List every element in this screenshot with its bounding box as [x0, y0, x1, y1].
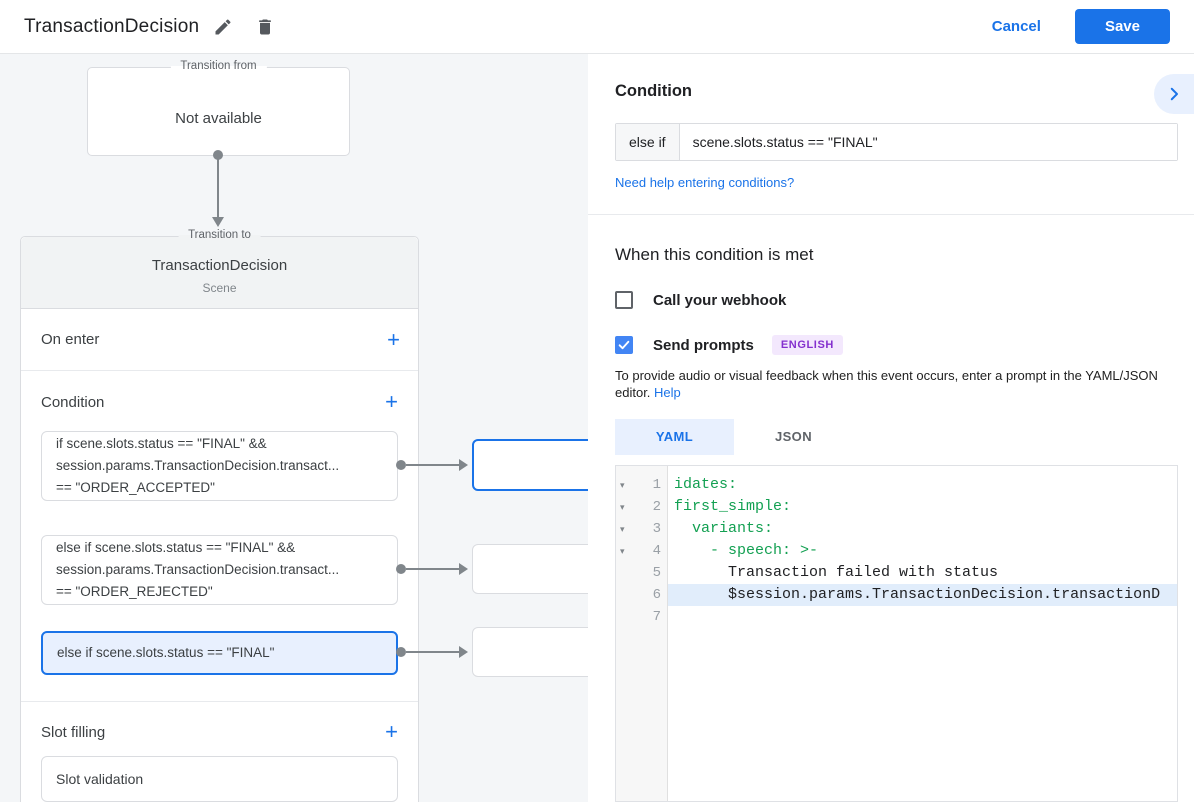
fold-arrow-icon[interactable]: ▾ [620, 523, 625, 534]
slot-filling-label: Slot filling [41, 723, 106, 741]
condition-text-line: if scene.slots.status == "FINAL" && [56, 436, 267, 451]
call-webhook-checkbox[interactable] [615, 291, 633, 309]
condition-prefix-label: else if [616, 124, 680, 160]
condition-section-label: Condition [41, 393, 105, 411]
scene-name: TransactionDecision [151, 257, 288, 274]
scene-type-label: Scene [202, 281, 237, 295]
send-prompts-label: Send prompts [653, 336, 754, 354]
transition-target-box[interactable] [472, 627, 588, 677]
panel-title: Condition [615, 82, 692, 100]
on-enter-section: On enter + [21, 309, 418, 371]
prompts-help-link[interactable]: Help [654, 385, 681, 400]
transition-from-box: Transition from Not available [87, 60, 350, 156]
fold-arrow-icon[interactable]: ▾ [620, 501, 625, 512]
condition-text-line: session.params.TransactionDecision.trans… [56, 562, 340, 577]
yaml-code-editor[interactable]: ▾ 1 ▾ 2 ▾ 3 ▾ 4 5 6 7 idates: first_simple: … [615, 465, 1178, 802]
pencil-icon [215, 18, 231, 34]
code-line: - speech: >- [674, 542, 819, 559]
prompts-description: To provide audio or visual feedback when… [615, 367, 1171, 401]
webhook-row: Call your webhook [615, 291, 1178, 309]
condition-text-line: == "ORDER_REJECTED" [56, 584, 213, 599]
scene-card-header: TransactionDecision Scene [21, 237, 418, 309]
line-number: 3 [652, 521, 661, 537]
add-on-enter-button[interactable]: + [387, 326, 400, 352]
transition-to-legend: Transition to [178, 229, 261, 241]
add-slot-button[interactable]: + [385, 719, 398, 744]
tab-yaml[interactable]: YAML [615, 419, 734, 455]
on-enter-label: On enter [41, 331, 100, 348]
line-number: 5 [652, 565, 661, 581]
line-number: 7 [652, 609, 661, 625]
transition-target-box[interactable] [472, 439, 588, 491]
condition-text-line: == "ORDER_ACCEPTED" [56, 480, 215, 495]
transition-target-box[interactable] [472, 544, 588, 594]
slot-validation-item[interactable]: Slot validation [41, 756, 398, 802]
top-bar: TransactionDecision Cancel Save [0, 0, 1194, 54]
code-line: Transaction failed with status [674, 564, 999, 581]
tab-json[interactable]: JSON [734, 419, 853, 455]
when-condition-met-title: When this condition is met [615, 245, 814, 264]
editor-gutter: ▾ 1 ▾ 2 ▾ 3 ▾ 4 5 6 7 [616, 466, 668, 801]
chevron-right-icon [1170, 87, 1178, 101]
line-number: 4 [652, 543, 661, 559]
fold-arrow-icon[interactable]: ▾ [620, 479, 625, 490]
condition-text-line: else if scene.slots.status == "FINAL" [57, 645, 275, 660]
code-line: variants: [674, 520, 774, 537]
prompts-description-text: To provide audio or visual feedback when… [615, 368, 1158, 400]
transition-from-legend: Transition from [170, 60, 267, 72]
condition-item-final-selected[interactable]: else if scene.slots.status == "FINAL" [41, 631, 398, 675]
condition-expression-input[interactable] [679, 124, 1177, 160]
condition-detail-panel: Condition else if Need help entering con… [588, 54, 1194, 802]
delete-scene-button[interactable] [247, 9, 283, 45]
edit-title-button[interactable] [205, 9, 241, 45]
scene-diagram: Transition from Not available [0, 54, 588, 802]
code-line: first_simple: [674, 498, 792, 515]
slot-validation-label: Slot validation [56, 771, 144, 787]
line-number: 6 [652, 587, 661, 603]
condition-text-line: else if scene.slots.status == "FINAL" && [56, 540, 296, 555]
line-number: 1 [652, 477, 661, 493]
condition-section: Condition + if scene.slots.status == "FI… [21, 371, 418, 702]
fold-arrow-icon[interactable]: ▾ [620, 545, 625, 556]
editor-format-tabs: YAML JSON [615, 419, 1178, 455]
call-webhook-label: Call your webhook [653, 291, 787, 309]
cancel-button[interactable]: Cancel [991, 18, 1041, 35]
condition-item-order-accepted[interactable]: if scene.slots.status == "FINAL" && sess… [41, 431, 398, 501]
code-line [668, 606, 1177, 628]
condition-text-line: session.params.TransactionDecision.trans… [56, 458, 340, 473]
scene-card: Transition to TransactionDecision Scene … [20, 229, 419, 802]
condition-item-order-rejected[interactable]: else if scene.slots.status == "FINAL" &&… [41, 535, 398, 605]
save-button[interactable]: Save [1074, 9, 1170, 44]
page-title: TransactionDecision [24, 15, 200, 37]
condition-expression-row: else if [615, 123, 1178, 161]
add-condition-button[interactable]: + [385, 389, 398, 414]
editor-code-area[interactable]: idates: first_simple: variants: - speech… [668, 466, 1177, 801]
language-badge: ENGLISH [771, 335, 843, 355]
collapse-panel-button[interactable] [1154, 74, 1194, 114]
transition-from-value: Not available [175, 110, 262, 127]
line-number: 2 [652, 499, 661, 515]
send-prompts-checkbox[interactable] [615, 336, 633, 354]
code-line: idates: [674, 476, 738, 493]
check-icon [618, 340, 630, 350]
trash-icon [259, 19, 272, 34]
code-line-highlighted: $session.params.TransactionDecision.tran… [668, 584, 1177, 606]
send-prompts-row: Send prompts ENGLISH [615, 335, 1178, 355]
conditions-help-link[interactable]: Need help entering conditions? [615, 175, 795, 190]
section-divider [588, 214, 1194, 215]
slot-filling-section: Slot filling + Slot validation [21, 702, 418, 802]
